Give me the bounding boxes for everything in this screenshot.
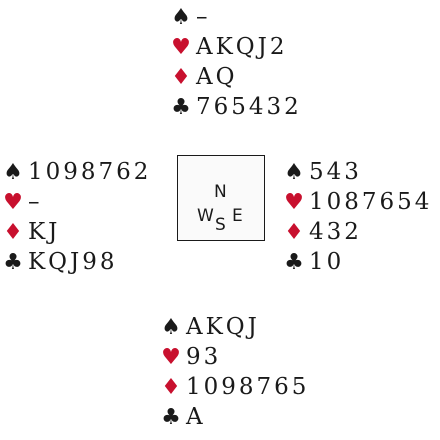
club-icon: ♣ <box>171 94 191 120</box>
east-hearts-row: ♥ 1087654 <box>283 187 432 217</box>
spade-icon: ♠ <box>171 4 191 30</box>
compass-south-label: S <box>215 215 226 235</box>
east-diamonds-row: ♦ 432 <box>283 217 432 247</box>
compass-east-label: E <box>232 206 243 226</box>
compass-box: N W E S <box>177 155 265 241</box>
heart-icon: ♥ <box>284 189 304 215</box>
east-spades-row: ♠ 543 <box>283 157 432 187</box>
east-clubs-row: ♣ 10 <box>283 247 432 277</box>
north-spades-cards: – <box>196 4 211 30</box>
heart-icon: ♥ <box>171 34 191 60</box>
south-spades-row: ♠ AKQJ <box>160 312 309 342</box>
north-diamonds-cards: AQ <box>196 64 238 90</box>
north-spades-row: ♠ – <box>170 2 302 32</box>
heart-icon: ♥ <box>3 189 23 215</box>
west-clubs-cards: KQJ98 <box>28 249 118 275</box>
north-clubs-cards: 765432 <box>196 94 302 120</box>
west-diamonds-row: ♦ KJ <box>2 217 151 247</box>
west-hand: ♠ 1098762 ♥ – ♦ KJ ♣ KQJ98 <box>2 157 151 277</box>
south-clubs-cards: A <box>186 404 206 430</box>
east-hand: ♠ 543 ♥ 1087654 ♦ 432 ♣ 10 <box>283 157 432 277</box>
south-hand: ♠ AKQJ ♥ 93 ♦ 1098765 ♣ A <box>160 312 309 432</box>
south-spades-cards: AKQJ <box>186 314 260 340</box>
compass-west-label: W <box>197 206 214 226</box>
compass-north-label: N <box>214 182 227 202</box>
north-hearts-cards: AKQJ2 <box>196 34 288 60</box>
west-clubs-row: ♣ KQJ98 <box>2 247 151 277</box>
diamond-icon: ♦ <box>3 219 23 245</box>
west-hearts-row: ♥ – <box>2 187 151 217</box>
east-clubs-cards: 10 <box>309 249 345 275</box>
north-hearts-row: ♥ AKQJ2 <box>170 32 302 62</box>
south-clubs-row: ♣ A <box>160 402 309 432</box>
spade-icon: ♠ <box>284 159 304 185</box>
west-hearts-cards: – <box>28 189 43 215</box>
club-icon: ♣ <box>161 404 181 430</box>
east-spades-cards: 543 <box>309 159 362 185</box>
club-icon: ♣ <box>3 249 23 275</box>
north-clubs-row: ♣ 765432 <box>170 92 302 122</box>
spade-icon: ♠ <box>161 314 181 340</box>
south-hearts-cards: 93 <box>186 344 222 370</box>
north-hand: ♠ – ♥ AKQJ2 ♦ AQ ♣ 765432 <box>170 2 302 122</box>
east-diamonds-cards: 432 <box>309 219 362 245</box>
club-icon: ♣ <box>284 249 304 275</box>
south-diamonds-cards: 1098765 <box>186 374 310 400</box>
north-diamonds-row: ♦ AQ <box>170 62 302 92</box>
diamond-icon: ♦ <box>284 219 304 245</box>
heart-icon: ♥ <box>161 344 181 370</box>
west-spades-cards: 1098762 <box>28 159 152 185</box>
south-hearts-row: ♥ 93 <box>160 342 309 372</box>
west-spades-row: ♠ 1098762 <box>2 157 151 187</box>
east-hearts-cards: 1087654 <box>309 189 433 215</box>
south-diamonds-row: ♦ 1098765 <box>160 372 309 402</box>
diamond-icon: ♦ <box>161 374 181 400</box>
west-diamonds-cards: KJ <box>28 219 61 245</box>
diamond-icon: ♦ <box>171 64 191 90</box>
spade-icon: ♠ <box>3 159 23 185</box>
